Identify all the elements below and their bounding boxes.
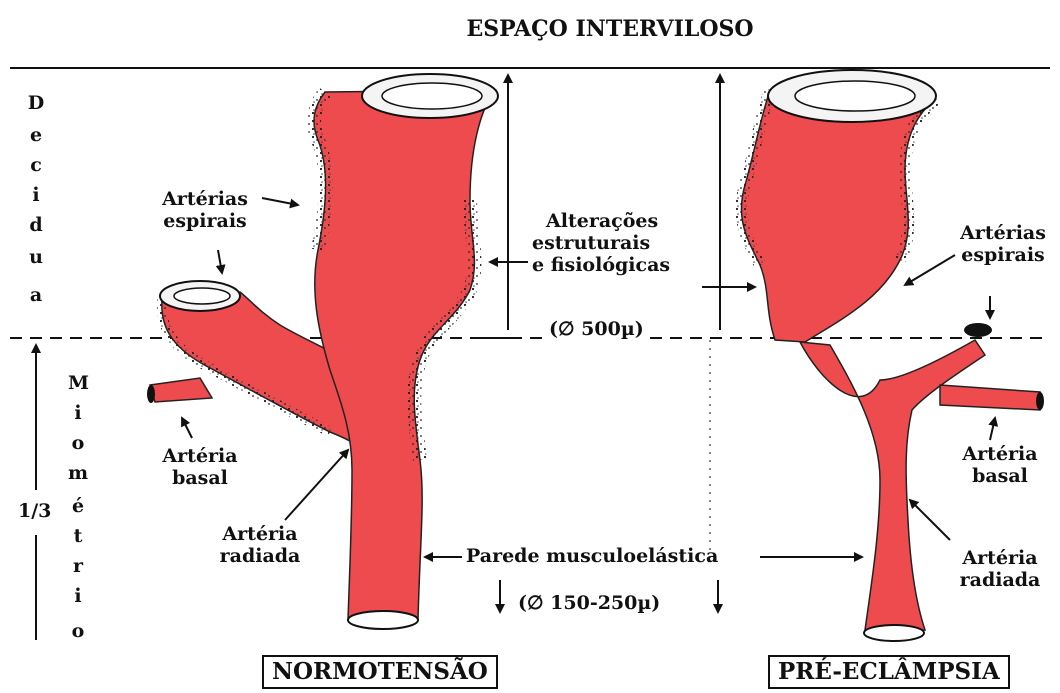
decidua-letter: i — [26, 184, 46, 206]
label-line: Artérias — [150, 188, 260, 210]
label-line: Artéria — [945, 547, 1055, 569]
arrow-basal-left — [182, 418, 192, 438]
label-alteracoes: Alterações estruturais e fisiológicas — [532, 210, 702, 276]
left-basal-stub-shape — [150, 378, 212, 402]
label-arteria-radiada-right: Artéria radiada — [945, 547, 1055, 591]
right-bottom-opening — [864, 625, 924, 641]
miometrio-letter: i — [68, 585, 88, 607]
right-top-opening-inner — [795, 81, 915, 111]
diagram-title: ESPAÇO INTERVILOSO — [440, 18, 780, 40]
decidua-letter: u — [26, 246, 46, 268]
label-line: Artéria — [210, 523, 310, 545]
label-diameter-500: (∅ 500µ) — [545, 318, 648, 340]
label-line: radiada — [210, 545, 310, 567]
label-diameter-150-250: (∅ 150-250µ) — [518, 592, 660, 614]
miometrio-letter: é — [68, 495, 88, 517]
arrow-radiada-right — [910, 500, 950, 540]
right-basal-opening — [1036, 392, 1044, 410]
label-line: basal — [945, 465, 1055, 487]
one-third-label: 1/3 — [18, 500, 51, 522]
panel-title-preeclampsia: PRÉ-ECLÂMPSIA — [768, 655, 1010, 689]
arrow-espirais-left-down — [218, 250, 222, 273]
miometrio-letter: m — [68, 462, 88, 484]
arrow-basal-right — [990, 418, 995, 440]
label-line: estruturais — [532, 232, 702, 254]
label-line: Alterações — [532, 210, 702, 232]
arrow-radiada-left — [285, 450, 348, 520]
panel-title-normotensao: NORMOTENSÃO — [262, 655, 498, 689]
right-basal-branch-shape — [940, 385, 1040, 410]
arrow-espirais-left — [262, 198, 298, 205]
label-line: Artérias — [948, 222, 1058, 244]
label-arteria-basal-left: Artéria basal — [150, 445, 250, 489]
label-parede: Parede musculoelástica — [466, 545, 718, 567]
decidua-letter: a — [26, 284, 46, 306]
left-main-trunk-shape — [314, 90, 495, 620]
label-line: Artéria — [945, 443, 1055, 465]
label-arteria-basal-right: Artéria basal — [945, 443, 1055, 487]
label-line: Artéria — [150, 445, 250, 467]
miometrio-letter: t — [68, 525, 88, 547]
decidua-letter: e — [26, 124, 46, 146]
miometrio-letter: o — [68, 620, 88, 642]
miometrio-letter: M — [68, 372, 88, 394]
decidua-letter: D — [26, 92, 46, 114]
miometrio-letter: r — [68, 555, 88, 577]
left-basal-opening — [147, 385, 155, 403]
label-arterias-espirais-right: Artérias espirais — [948, 222, 1058, 266]
label-arteria-radiada-left: Artéria radiada — [210, 523, 310, 567]
label-line: radiada — [945, 569, 1055, 591]
left-branch-opening-inner — [174, 288, 230, 304]
label-line: espirais — [150, 210, 260, 232]
right-spiral-opening — [964, 323, 992, 337]
decidua-letter: d — [26, 214, 46, 236]
label-line: basal — [150, 467, 250, 489]
left-bottom-opening — [348, 611, 418, 629]
normotensao-vessel — [147, 74, 498, 629]
label-arterias-espirais-left: Artérias espirais — [150, 188, 260, 232]
miometrio-letter: i — [68, 402, 88, 424]
miometrio-letter: o — [68, 432, 88, 454]
decidua-letter: c — [26, 154, 46, 176]
label-line: espirais — [948, 244, 1058, 266]
left-top-opening-inner — [382, 83, 482, 109]
label-line: e fisiológicas — [532, 254, 702, 276]
